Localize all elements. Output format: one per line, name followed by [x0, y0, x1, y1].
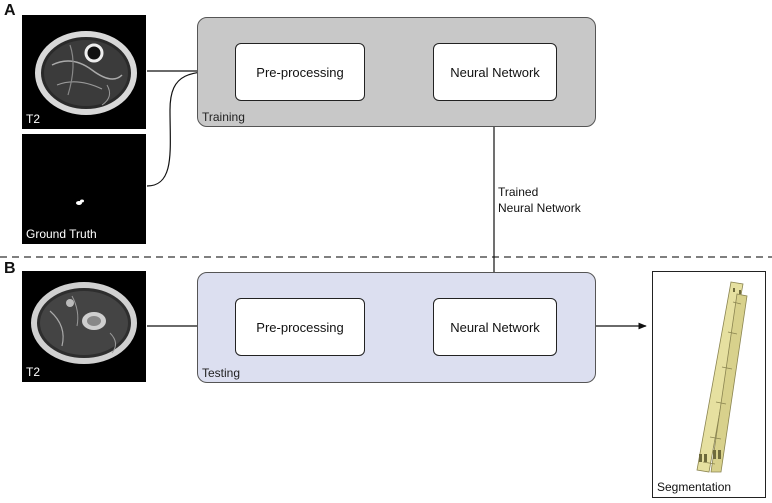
training-stage-label: Training	[202, 110, 245, 124]
training-preprocessing-node: Pre-processing	[235, 43, 365, 101]
panel-letter-a: A	[4, 2, 16, 19]
testing-preprocessing-node: Pre-processing	[235, 298, 365, 356]
ground-truth-mask	[76, 199, 84, 205]
trained-network-label: Trained Neural Network	[498, 185, 581, 215]
testing-t2-label: T2	[26, 365, 41, 379]
ground-truth-label: Ground Truth	[26, 227, 97, 241]
training-neural-network-node: Neural Network	[433, 43, 557, 101]
training-t2-image: T2	[22, 15, 146, 129]
testing-neural-network-node: Neural Network	[433, 298, 557, 356]
training-t2-label: T2	[26, 112, 41, 126]
mri-thigh-cross-section	[35, 31, 137, 115]
segmentation-output: Segmentation	[652, 271, 766, 498]
testing-stage-label: Testing	[202, 366, 241, 380]
ground-truth-image: Ground Truth	[22, 134, 146, 244]
panel-letter-b: B	[4, 260, 16, 277]
mri-leg-cross-section	[31, 282, 137, 364]
testing-t2-image: T2	[22, 271, 146, 382]
segmentation-mesh	[696, 281, 748, 473]
segmentation-label: Segmentation	[657, 480, 732, 494]
